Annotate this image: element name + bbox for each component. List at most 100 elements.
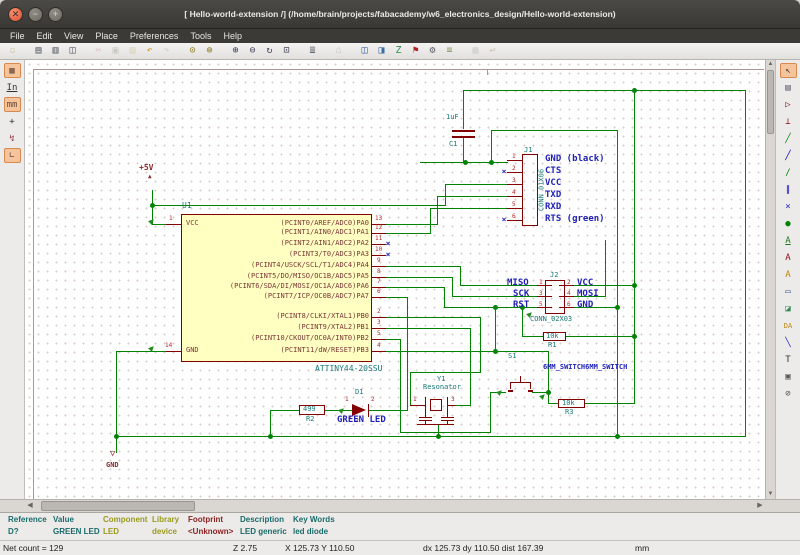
menu-preferences[interactable]: Preferences: [129, 31, 179, 41]
scroll-down-icon[interactable]: ▼: [767, 491, 774, 497]
page-settings-icon[interactable]: ◫: [69, 45, 76, 56]
wire: [385, 224, 438, 225]
schematic-text: (PCINT10/CKOUT/OC0A/INT0)PB2: [250, 334, 369, 342]
erc-check-icon[interactable]: ⚑: [412, 45, 419, 56]
hv-wire-mode-icon[interactable]: ∟: [3, 148, 21, 163]
place-no-connect-icon[interactable]: ×: [785, 202, 791, 212]
annotate-schematic-icon[interactable]: Z: [395, 45, 402, 56]
close-button[interactable]: ✕: [8, 6, 23, 22]
highlight-net-tool-icon[interactable]: ▤: [785, 83, 791, 93]
units-mm-icon[interactable]: mm: [3, 97, 21, 112]
j2-body[interactable]: [545, 280, 565, 314]
y1-body[interactable]: [430, 399, 442, 411]
menu-place[interactable]: Place: [95, 31, 118, 41]
select-tool-icon[interactable]: ↖: [779, 63, 797, 78]
schematic-text: ▲: [148, 173, 152, 180]
place-graphic-line-icon[interactable]: ╲: [785, 338, 791, 348]
place-bus-icon[interactable]: ╱: [785, 151, 791, 161]
library-browser-icon[interactable]: ◨: [378, 45, 385, 56]
schematic-text: C1: [449, 140, 458, 148]
scroll-left-icon[interactable]: ◀: [27, 502, 33, 509]
wire: [491, 130, 618, 131]
u1-body[interactable]: [181, 214, 372, 362]
minimize-button[interactable]: −: [28, 6, 43, 22]
zoom-in-icon[interactable]: ⊕: [232, 45, 239, 56]
place-wire-icon[interactable]: ╱: [785, 134, 791, 144]
wire: [116, 436, 117, 453]
menu-edit[interactable]: Edit: [36, 31, 53, 41]
delete-item-icon[interactable]: ⊘: [785, 389, 791, 399]
info-label: Key Words: [293, 515, 335, 524]
save-schematic-icon[interactable]: ▤: [35, 45, 42, 56]
paste-icon[interactable]: ▨: [129, 45, 136, 56]
place-sheet-pin-icon[interactable]: DA: [783, 322, 793, 330]
r3-body[interactable]: [558, 399, 585, 408]
d1-led-triangle[interactable]: [352, 404, 366, 416]
scroll-right-icon[interactable]: ▶: [757, 502, 763, 509]
place-hierarchical-sheet-icon[interactable]: ▭: [785, 287, 791, 297]
show-hidden-pins-icon[interactable]: ↯: [9, 134, 15, 144]
menu-help[interactable]: Help: [223, 31, 242, 41]
leave-sheet-icon[interactable]: ⌂: [335, 45, 342, 56]
find-replace-icon[interactable]: ⊚: [206, 45, 213, 56]
generate-bom-icon[interactable]: ≡: [446, 45, 453, 56]
schematic-text: GND: [186, 346, 199, 354]
schematic-text: 10k: [546, 332, 559, 340]
units-inches-icon[interactable]: In: [6, 83, 18, 93]
vertical-scrollbar[interactable]: ▲ ▼: [765, 60, 775, 499]
undo-icon[interactable]: ↶: [146, 45, 153, 56]
wire: [573, 307, 618, 308]
zoom-out-icon[interactable]: ⊖: [249, 45, 256, 56]
menu-tools[interactable]: Tools: [190, 31, 212, 41]
find-icon[interactable]: ⊙: [189, 45, 196, 56]
zoom-fit-icon[interactable]: ⊡: [283, 45, 290, 56]
horizontal-scrollbar[interactable]: ◀ ▶: [25, 500, 765, 512]
menu-file[interactable]: File: [10, 31, 25, 41]
place-hierarchical-label-icon[interactable]: A: [785, 270, 791, 280]
maximize-button[interactable]: +: [48, 6, 63, 22]
place-bus-to-bus-entry-icon[interactable]: ∥: [785, 185, 791, 195]
generate-netlist-icon[interactable]: ⚙: [429, 45, 436, 56]
place-junction-icon[interactable]: ●: [785, 219, 791, 229]
place-text-icon[interactable]: T: [785, 355, 791, 365]
schematic-text: 1: [345, 396, 349, 403]
place-image-icon[interactable]: ▣: [785, 372, 791, 382]
schematic-text: 1: [539, 279, 543, 286]
component-graphic: [447, 405, 455, 406]
vertical-scroll-thumb[interactable]: [767, 70, 774, 134]
import-sheet-pin-icon[interactable]: ◪: [785, 304, 791, 314]
zoom-redraw-icon[interactable]: ↻: [266, 45, 273, 56]
library-editor-icon[interactable]: ◫: [361, 45, 368, 56]
place-net-label-icon[interactable]: A: [785, 236, 791, 246]
print-icon[interactable]: ▥: [52, 45, 59, 56]
cursor-shape-toggle-icon[interactable]: +: [9, 117, 15, 127]
horizontal-scroll-thumb[interactable]: [41, 501, 195, 511]
r2-body[interactable]: [299, 405, 325, 415]
j1-body[interactable]: [522, 154, 538, 226]
copy-icon[interactable]: ▣: [112, 45, 119, 56]
wire: [617, 130, 618, 437]
footprint-association-icon[interactable]: ▦: [472, 45, 479, 56]
hierarchy-navigator-icon[interactable]: ≣: [309, 45, 316, 56]
r1-body[interactable]: [543, 332, 566, 341]
wire: [445, 184, 446, 206]
wire: [522, 307, 523, 337]
wire: [522, 336, 544, 337]
cut-icon[interactable]: ✂: [95, 45, 102, 56]
component-graphic: [447, 420, 448, 425]
scroll-up-icon[interactable]: ▲: [767, 61, 774, 67]
menu-view[interactable]: View: [64, 31, 84, 41]
new-schematic-icon[interactable]: ▫: [9, 45, 16, 56]
place-component-icon[interactable]: ▷: [785, 100, 791, 110]
top-toolbar: ▫ ▤ ▥ ◫ ✂ ▣ ▨ ↶ ↷ ⊙ ⊚ ⊕ ⊖ ↻ ⊡ ≣ ⌂ ◫ ◨ Z ⚑ ⚙ ≡ ▦ ↩: [0, 43, 800, 60]
redo-icon[interactable]: ↷: [163, 45, 170, 56]
place-wire-to-bus-entry-icon[interactable]: ∕: [785, 168, 791, 178]
back-annotate-icon[interactable]: ↩: [489, 45, 496, 56]
grid-toggle-icon[interactable]: ▦: [3, 63, 21, 78]
info-value: <Unknown>: [188, 527, 234, 536]
schematic-text: R1: [548, 341, 557, 349]
place-global-label-icon[interactable]: A: [785, 253, 791, 263]
schematic-text: ↙: [348, 413, 353, 421]
place-power-port-icon[interactable]: ⊥: [785, 117, 791, 127]
